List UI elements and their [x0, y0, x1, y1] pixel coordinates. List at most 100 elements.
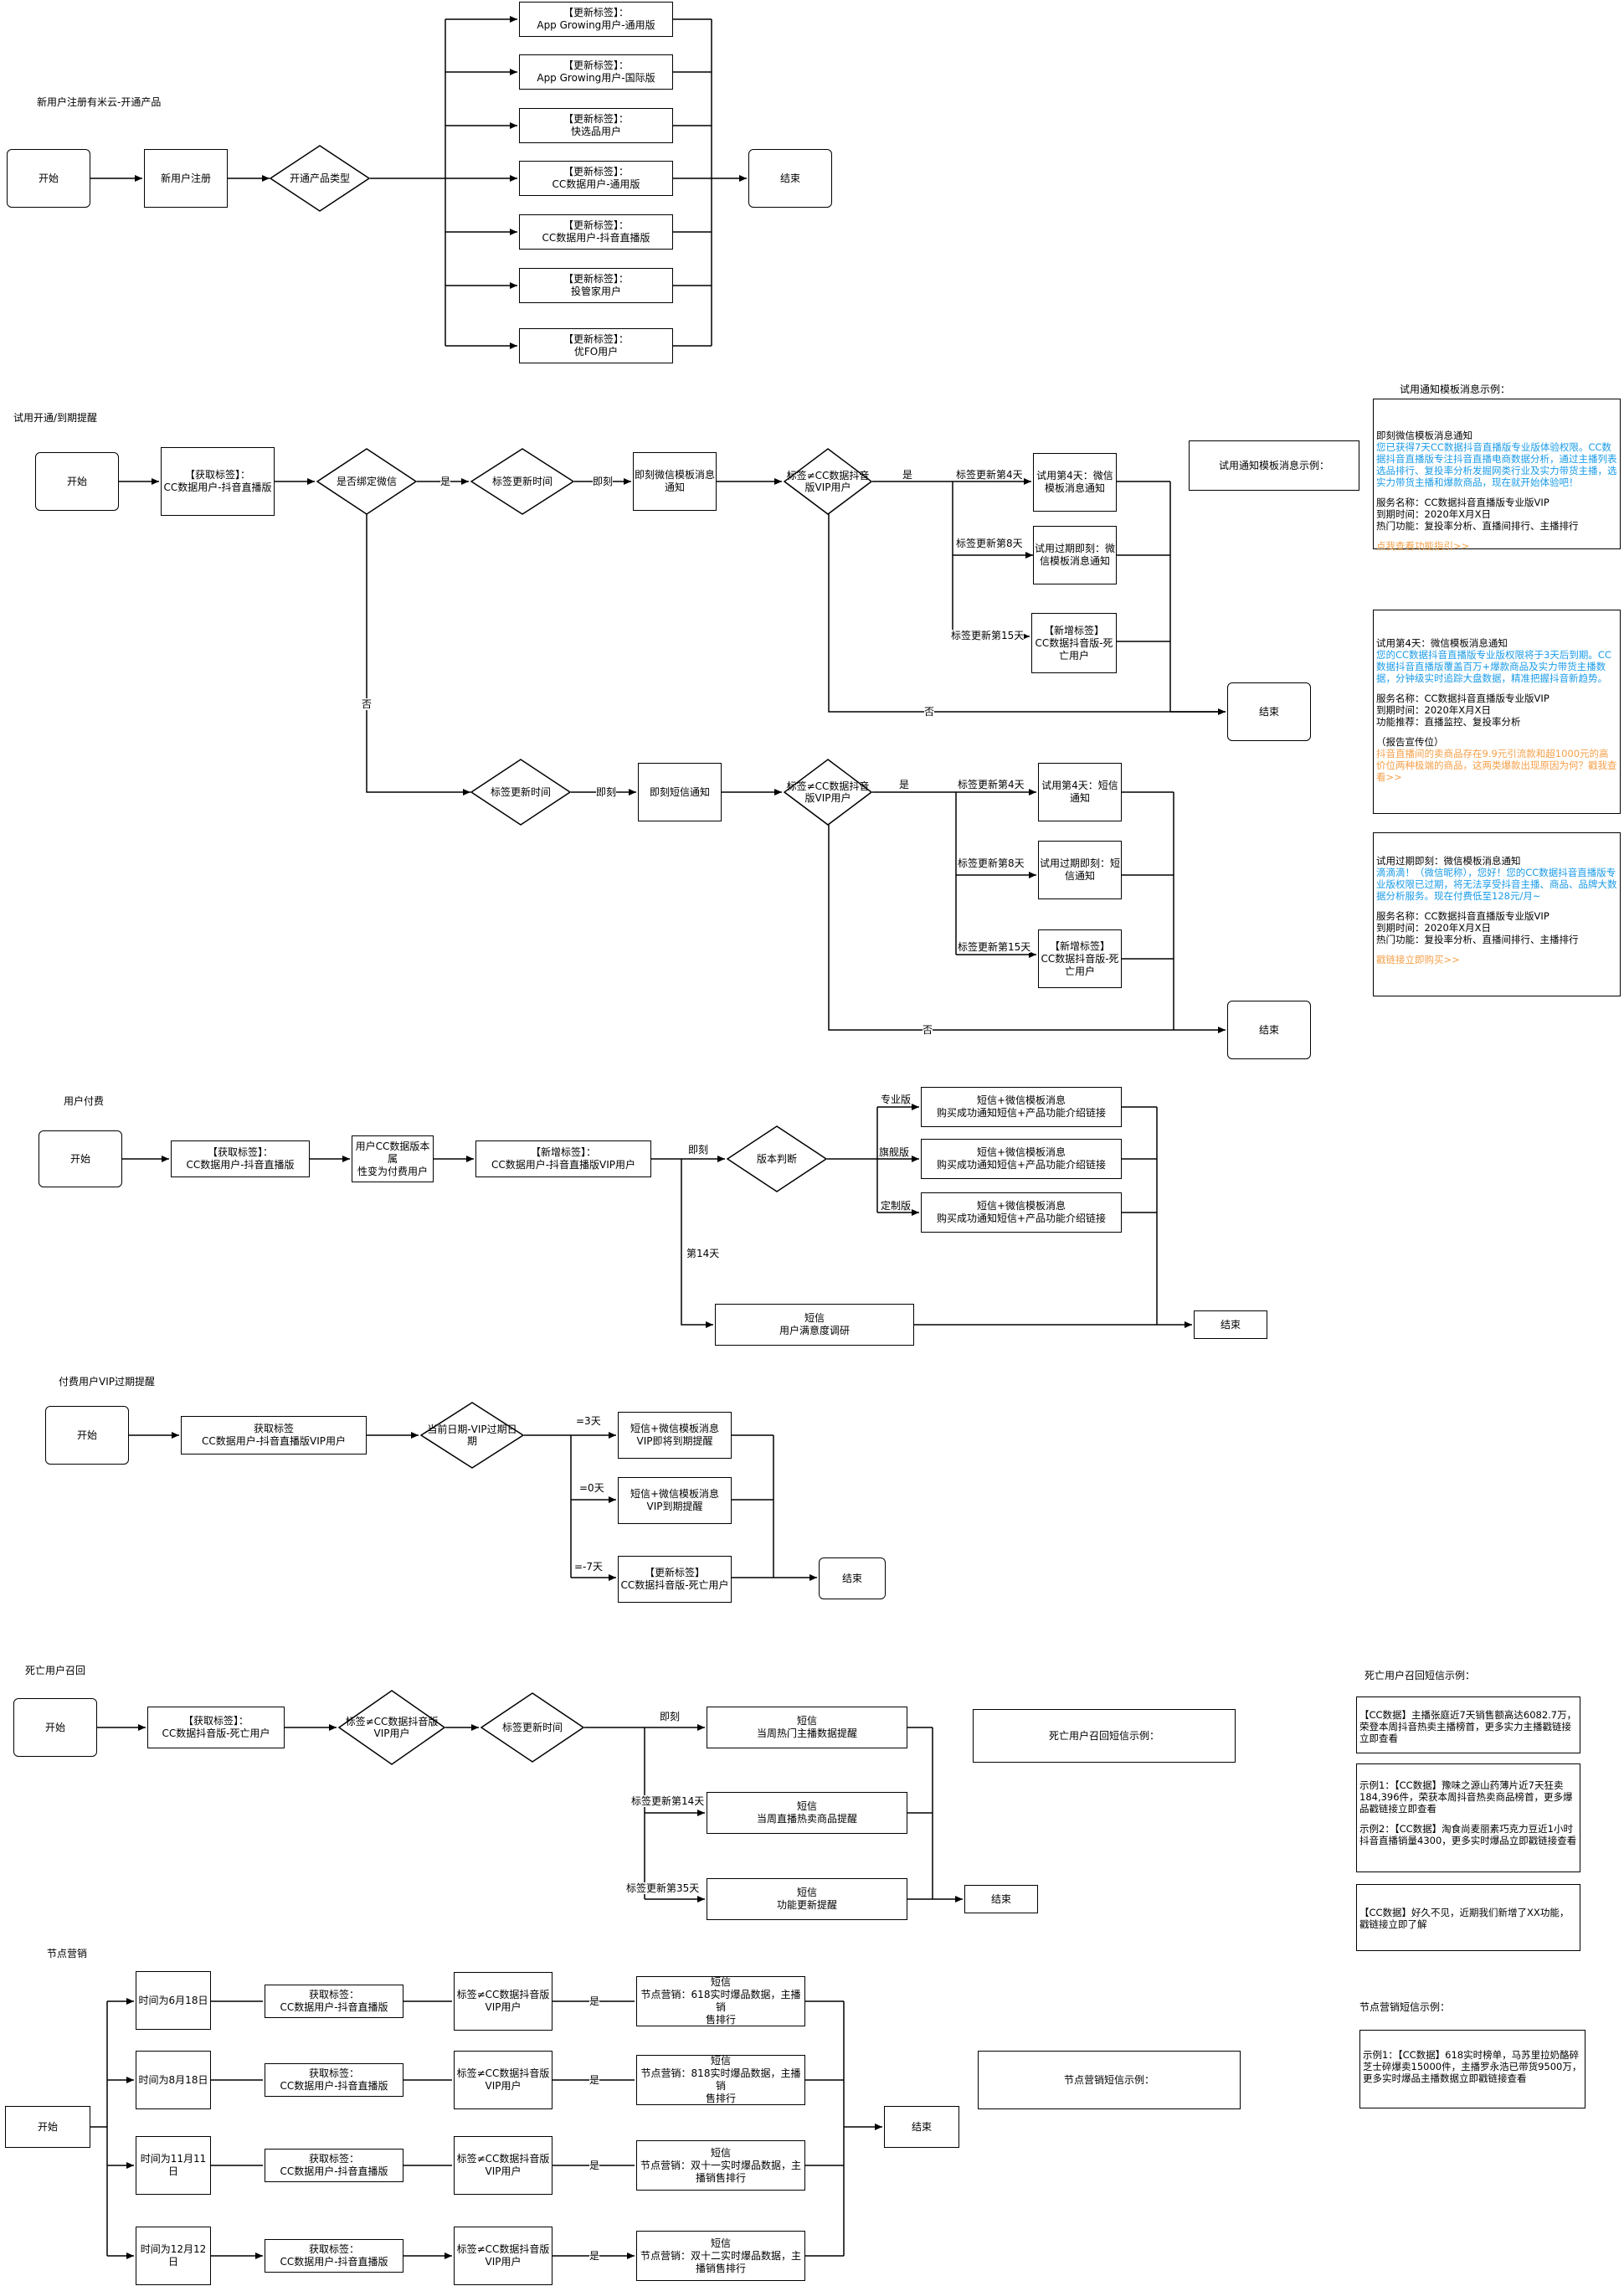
get-tag-node[interactable]: 【获取标签】： CC数据用户-抖音直播版 — [161, 447, 275, 516]
version-decision[interactable]: 版本判断 — [727, 1125, 827, 1192]
product-type-decision[interactable]: 开通产品类型 — [270, 145, 370, 212]
immediately-label: 即刻 — [660, 1711, 681, 1722]
end-node[interactable]: 结束 — [819, 1557, 886, 1599]
section-title-vip-expire: 付费用户VIP过期提醒 — [59, 1376, 155, 1388]
hot-product-sms-node[interactable]: 短信 当周直播热卖商品提醒 — [707, 1792, 907, 1834]
flagship-msg-node[interactable]: 短信+微信模板消息 购买成功通知短信+产品功能介绍链接 — [921, 1139, 1122, 1179]
card-body: 您已获得7天CC数据抖音直播版专业版体验权限。CC数据抖音直播版专注抖音直播电商… — [1376, 441, 1617, 488]
end-node[interactable]: 结束 — [1227, 1001, 1311, 1059]
yes-label: 是 — [589, 2160, 600, 2171]
paid-user-node[interactable]: 用户CC数据版本属 性变为付费用户 — [352, 1135, 434, 1182]
wx-day4-node[interactable]: 试用第4天：微信 模板消息通知 — [1033, 453, 1117, 512]
card-link[interactable]: 戳链接立即购买>> — [1376, 954, 1460, 965]
sms-1111-node[interactable]: 短信 节点营销：双十一实时爆品数据，主 播销售排行 — [636, 2140, 805, 2191]
no-label: 否 — [922, 1024, 933, 1036]
get-tag-node[interactable]: 获取标签 CC数据用户-抖音直播版VIP用户 — [181, 1416, 367, 1454]
card-body: 滴滴滴！（微信昵称），您好！您的CC数据抖音直播版专业版权限已过期，将无法享受抖… — [1376, 867, 1617, 902]
trial-example-title: 试用通知模板消息示例： — [1400, 384, 1511, 395]
day14-label: 第14天 — [686, 1248, 720, 1259]
sms-day4-node[interactable]: 试用第4天：短信 通知 — [1038, 763, 1122, 821]
new-dead-tag-node-2[interactable]: 【新增标签】 CC数据抖音版-死 亡用户 — [1038, 929, 1122, 988]
day15-label: 标签更新第15天 — [951, 630, 1025, 641]
end-node[interactable]: 结束 — [884, 2106, 959, 2148]
tag-cc-douyin[interactable]: 【更新标签】： CC数据用户-抖音直播版 — [519, 214, 673, 250]
tag-touguanjia[interactable]: 【更新标签】： 投管家用户 — [519, 268, 673, 303]
tag-time-decision[interactable]: 标签更新时间 — [470, 448, 574, 515]
custom-msg-node[interactable]: 短信+微信模板消息 购买成功通知短信+产品功能介绍链接 — [921, 1192, 1122, 1233]
decision-label: 标签更新时间 — [491, 476, 552, 487]
get-tag-node-3[interactable]: 获取标签： CC数据用户-抖音直播版 — [265, 2149, 403, 2182]
vip-check-decision-2[interactable]: 标签≠CC数据抖音 版VIP用户 — [784, 759, 872, 826]
end-node[interactable]: 结束 — [1194, 1310, 1267, 1339]
start-node[interactable]: 开始 — [5, 2106, 90, 2148]
trial-example-card-3: 试用过期即刻：微信模板消息通知 滴滴滴！（微信昵称），您好！您的CC数据抖音直播… — [1373, 832, 1621, 996]
vip-check-node-1[interactable]: 标签≠CC数据抖音版 VIP用户 — [454, 1972, 552, 2031]
feature-update-sms-node[interactable]: 短信 功能更新提醒 — [707, 1878, 907, 1920]
start-node[interactable]: 开始 — [39, 1130, 122, 1187]
survey-node[interactable]: 短信 用户满意度调研 — [715, 1304, 914, 1346]
card-service: 服务名称：CC数据抖音直播版专业版VIP — [1376, 692, 1549, 704]
tag-cc-general[interactable]: 【更新标签】： CC数据用户-通用版 — [519, 161, 673, 196]
register-node[interactable]: 新用户注册 — [144, 149, 228, 208]
sms-expire-node[interactable]: 试用过期即刻：短 信通知 — [1038, 841, 1122, 899]
vip-check-node-4[interactable]: 标签≠CC数据抖音版 VIP用户 — [454, 2227, 552, 2285]
tag-youfo[interactable]: 【更新标签】： 优FO用户 — [519, 328, 673, 363]
get-tag-node[interactable]: 【获取标签】： CC数据抖音版-死亡用户 — [147, 1707, 285, 1748]
decision-label: 标签≠CC数据抖音 版VIP用户 — [786, 470, 870, 493]
new-vip-tag-node[interactable]: 【新增标签】： CC数据用户-抖音直播版VIP用户 — [475, 1140, 651, 1177]
start-node[interactable]: 开始 — [13, 1698, 97, 1757]
decision-label: 标签≠CC数据抖音版 VIP用户 — [345, 1716, 439, 1739]
tag-time-decision-2[interactable]: 标签更新时间 — [470, 759, 571, 826]
card-link[interactable]: 点我查看功能指引>> — [1376, 540, 1470, 552]
expire-date-decision[interactable]: 当前日期-VIP过期日 期 — [420, 1402, 524, 1469]
get-tag-node[interactable]: 【获取标签】： CC数据用户-抖音直播版 — [171, 1140, 310, 1177]
vip-check-decision[interactable]: 标签≠CC数据抖音版 VIP用户 — [338, 1690, 445, 1765]
card-title: 试用第4天：微信模板消息通知 — [1376, 637, 1508, 649]
tag-time-decision[interactable]: 标签更新时间 — [481, 1692, 584, 1763]
decision-label: 是否绑定微信 — [336, 476, 397, 487]
vip-expire-node[interactable]: 短信+微信模板消息 VIP到期提醒 — [618, 1477, 732, 1524]
no-label: 否 — [362, 698, 373, 710]
card-service: 服务名称：CC数据抖音直播版专业版VIP — [1376, 497, 1549, 508]
trial-example-label-box: 试用通知模板消息示例： — [1189, 440, 1359, 491]
dead-tag-node[interactable]: 【更新标签】 CC数据抖音版-死亡用户 — [618, 1556, 732, 1603]
tag-app-growing-general[interactable]: 【更新标签】： App Growing用户-通用版 — [519, 2, 673, 37]
vip-soon-expire-node[interactable]: 短信+微信模板消息 VIP即将到期提醒 — [618, 1412, 732, 1459]
decision-diamond — [481, 1692, 584, 1763]
vip-check-node-2[interactable]: 标签≠CC数据抖音版 VIP用户 — [454, 2051, 552, 2109]
pro-msg-node[interactable]: 短信+微信模板消息 购买成功通知短信+产品功能介绍链接 — [921, 1087, 1122, 1127]
card-title: 即刻微信模板消息通知 — [1376, 430, 1472, 441]
sms-1212-node[interactable]: 短信 节点营销：双十二实时爆品数据，主 播销售排行 — [636, 2231, 805, 2281]
card-features: 热门功能：复投率分析、直播间排行、主播排行 — [1376, 520, 1579, 532]
get-tag-node-1[interactable]: 获取标签： CC数据用户-抖音直播版 — [265, 1985, 403, 2018]
vip-check-decision[interactable]: 标签≠CC数据抖音 版VIP用户 — [784, 448, 872, 515]
date-818-node[interactable]: 时间为8月18日 — [136, 2051, 211, 2109]
tag-kuaixuanpin[interactable]: 【更新标签】： 快选品用户 — [519, 108, 673, 143]
date-1212-node[interactable]: 时间为12月12日 — [136, 2227, 211, 2285]
bind-wechat-decision[interactable]: 是否绑定微信 — [316, 448, 417, 515]
date-1111-node[interactable]: 时间为11月11日 — [136, 2136, 211, 2195]
get-tag-node-4[interactable]: 获取标签： CC数据用户-抖音直播版 — [265, 2239, 403, 2273]
wx-expire-node[interactable]: 试用过期即刻：微 信模板消息通知 — [1033, 526, 1117, 584]
start-node[interactable]: 开始 — [7, 149, 90, 208]
sms-notice-node[interactable]: 即刻短信通知 — [638, 763, 722, 821]
start-node[interactable]: 开始 — [35, 452, 119, 511]
end-node[interactable]: 结束 — [1227, 682, 1311, 741]
date-618-node[interactable]: 时间为6月18日 — [136, 1971, 211, 2030]
card-body: 【CC数据】好久不见，近期我们新增了XX功能，戳链接立即了解 — [1359, 1907, 1570, 1930]
tag-app-growing-intl[interactable]: 【更新标签】： App Growing用户-国际版 — [519, 54, 673, 90]
start-node[interactable]: 开始 — [45, 1406, 129, 1465]
new-dead-tag-node[interactable]: 【新增标签】 CC数据抖音版-死 亡用户 — [1031, 613, 1117, 673]
get-tag-node-2[interactable]: 获取标签： CC数据用户-抖音直播版 — [265, 2063, 403, 2097]
end-node[interactable]: 结束 — [748, 149, 832, 208]
hot-streamer-sms-node[interactable]: 短信 当周热门主播数据提醒 — [707, 1707, 907, 1748]
wechat-notice-node[interactable]: 即刻微信模板消息 通知 — [633, 452, 717, 511]
end-node[interactable]: 结束 — [964, 1885, 1038, 1913]
pro-label: 专业版 — [881, 1094, 912, 1105]
card-report-link[interactable]: 抖音直播间的卖商品存在9.9元引流款和超1000元的高价位两种极端的商品，这两类… — [1376, 748, 1617, 783]
sms-818-node[interactable]: 短信 节点营销：818实时爆品数据，主播销 售排行 — [636, 2055, 805, 2105]
vip-check-node-3[interactable]: 标签≠CC数据抖音版 VIP用户 — [454, 2136, 552, 2195]
sms-618-node[interactable]: 短信 节点营销：618实时爆品数据，主播销 售排行 — [636, 1976, 805, 2026]
decision-diamond — [784, 759, 872, 826]
